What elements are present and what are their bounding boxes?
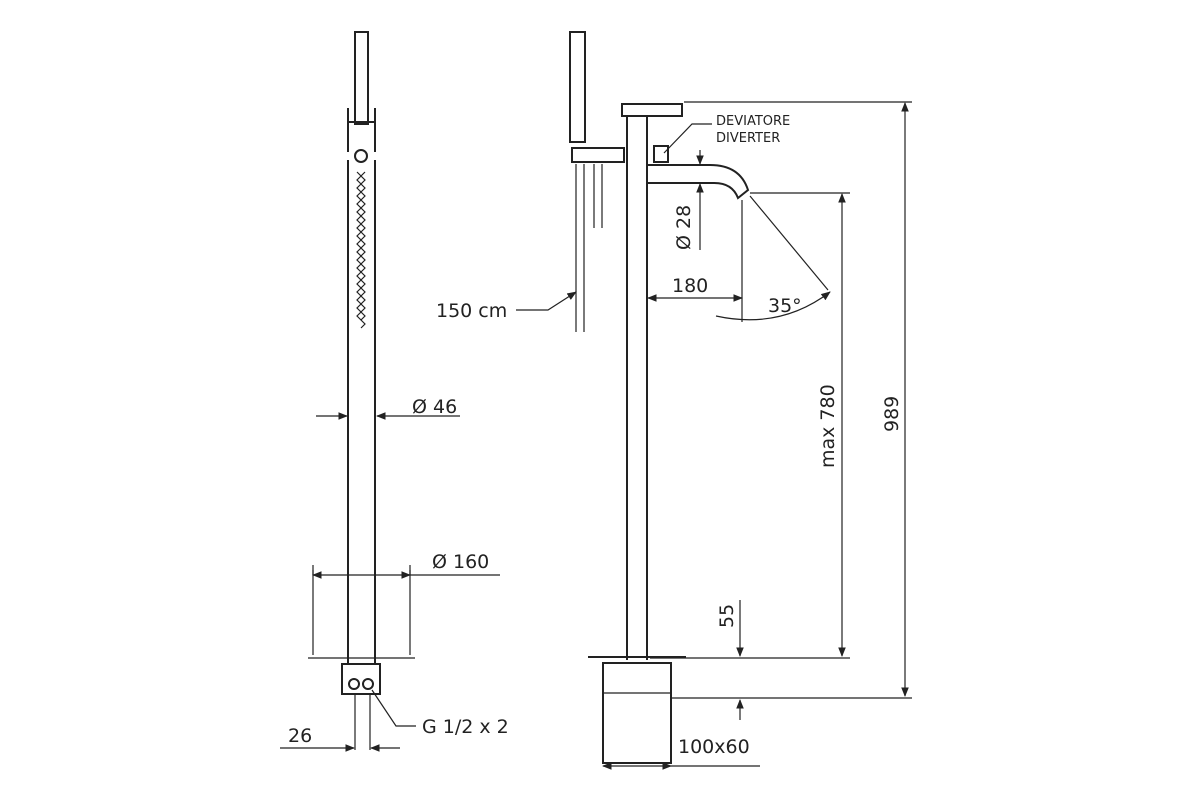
hand-shower-side <box>569 31 586 143</box>
label-spout-angle: 35° <box>768 295 802 317</box>
mixer-lever <box>621 103 683 117</box>
label-connection-spacing: 26 <box>288 725 312 747</box>
column-front <box>347 160 376 664</box>
spout <box>647 164 750 200</box>
shower-holder-front <box>347 108 376 152</box>
hand-shower-front <box>354 31 369 125</box>
hose-front <box>356 171 366 329</box>
connection-block-front <box>341 663 381 695</box>
label-total-height: 989 <box>881 396 903 432</box>
connection-pipes <box>354 694 371 750</box>
front-view <box>308 31 415 750</box>
dimension-lines <box>280 101 912 770</box>
label-diverter-it: DEVIATORE <box>716 114 790 129</box>
diverter-knob <box>653 145 669 163</box>
holder-arm-side <box>571 147 625 163</box>
hose-side <box>575 164 585 332</box>
label-base-diameter: Ø 160 <box>432 551 489 573</box>
connection-left <box>348 678 360 690</box>
label-diverter-en: DIVERTER <box>716 131 780 146</box>
column-side <box>626 116 648 660</box>
label-max-height: max 780 <box>817 384 839 468</box>
holder-knob-front <box>354 149 368 163</box>
label-base-size: 100x60 <box>678 736 750 758</box>
label-spout-diameter: Ø 28 <box>673 205 695 250</box>
base-cover-front <box>308 570 415 659</box>
base-block-side <box>602 662 672 764</box>
label-column-diameter: Ø 46 <box>412 396 457 418</box>
label-spout-reach: 180 <box>672 275 708 297</box>
label-base-thickness: 55 <box>716 604 738 628</box>
connection-right <box>362 678 374 690</box>
hose-connector-side <box>593 164 603 228</box>
label-hose-length: 150 cm <box>436 300 507 322</box>
side-view <box>569 31 750 764</box>
label-connection: G 1/2 x 2 <box>422 716 509 738</box>
